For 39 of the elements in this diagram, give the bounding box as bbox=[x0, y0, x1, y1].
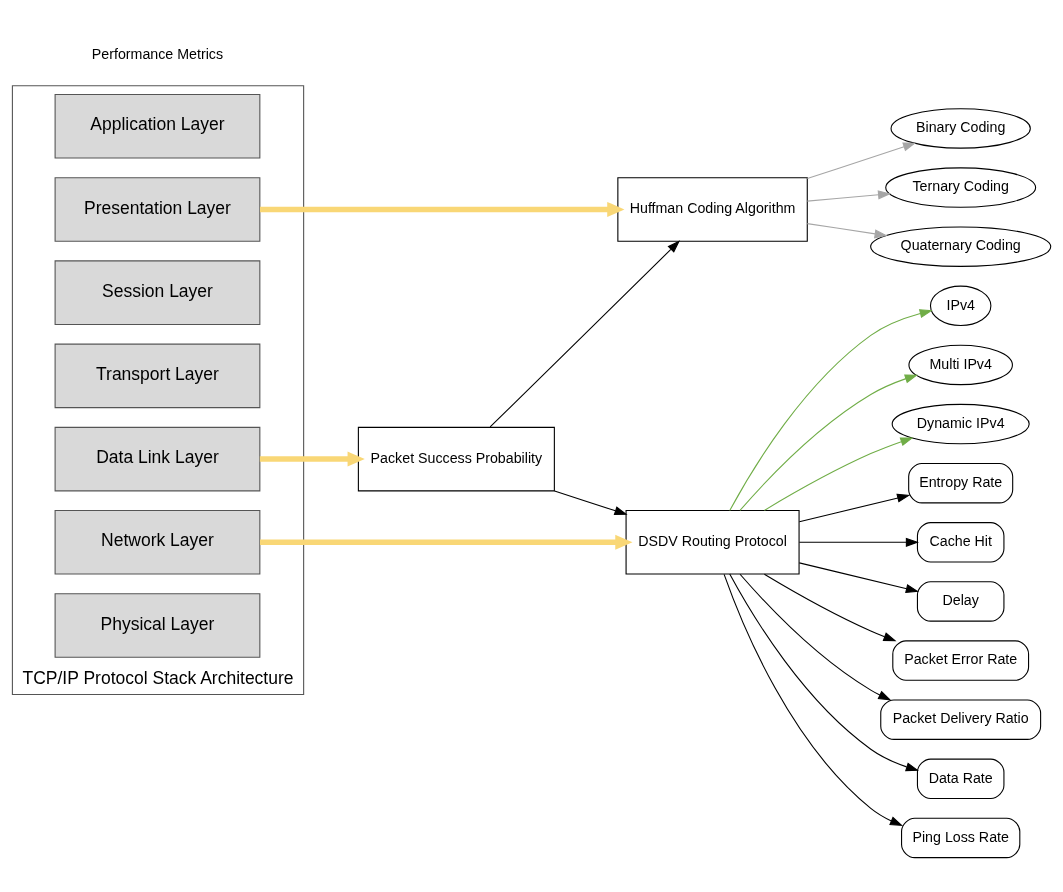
arrow bbox=[806, 222, 888, 238]
arrow bbox=[259, 201, 625, 217]
node-box: Network Layer bbox=[54, 509, 261, 575]
node-box: DSDV Routing Protocol bbox=[625, 509, 800, 575]
arrow bbox=[259, 451, 365, 467]
node-box: Entropy Rate bbox=[908, 462, 1014, 503]
arrow bbox=[739, 373, 918, 511]
node-ellipse: Multi IPv4 bbox=[908, 344, 1013, 385]
node-box: Packet Error Rate bbox=[892, 639, 1030, 681]
node-box: Ping Loss Rate bbox=[901, 817, 1021, 858]
arrow bbox=[259, 534, 633, 550]
arrow bbox=[798, 561, 919, 593]
arrow bbox=[729, 573, 919, 771]
node-box: Physical Layer bbox=[54, 592, 261, 658]
arrow bbox=[806, 142, 917, 179]
arrow bbox=[763, 573, 897, 641]
node-box: Cache Hit bbox=[916, 521, 1005, 563]
node-box: Packet Delivery Ratio bbox=[880, 698, 1042, 740]
node-ellipse: Ternary Coding bbox=[885, 166, 1037, 208]
node-box: Data Link Layer bbox=[54, 426, 261, 491]
node-box: Data Rate bbox=[916, 758, 1005, 799]
arrow bbox=[763, 436, 914, 511]
node-box: Presentation Layer bbox=[54, 176, 261, 242]
arrow bbox=[723, 573, 904, 826]
node-box: Application Layer bbox=[54, 93, 261, 159]
arrow bbox=[739, 573, 892, 700]
node-box: Huffman Coding Algorithm bbox=[617, 176, 808, 242]
label: Performance Metrics bbox=[91, 45, 224, 62]
node-box: Delay bbox=[916, 580, 1005, 622]
arrow bbox=[806, 189, 892, 202]
node-ellipse: IPv4 bbox=[929, 285, 992, 326]
arrow bbox=[489, 239, 681, 427]
arrow bbox=[729, 308, 933, 511]
node-box: Packet Success Probability bbox=[357, 426, 555, 491]
node-box: Transport Layer bbox=[54, 343, 261, 408]
arrow bbox=[798, 493, 911, 522]
node-box: Session Layer bbox=[54, 259, 261, 325]
arrow bbox=[798, 537, 919, 547]
arrow bbox=[554, 489, 628, 515]
